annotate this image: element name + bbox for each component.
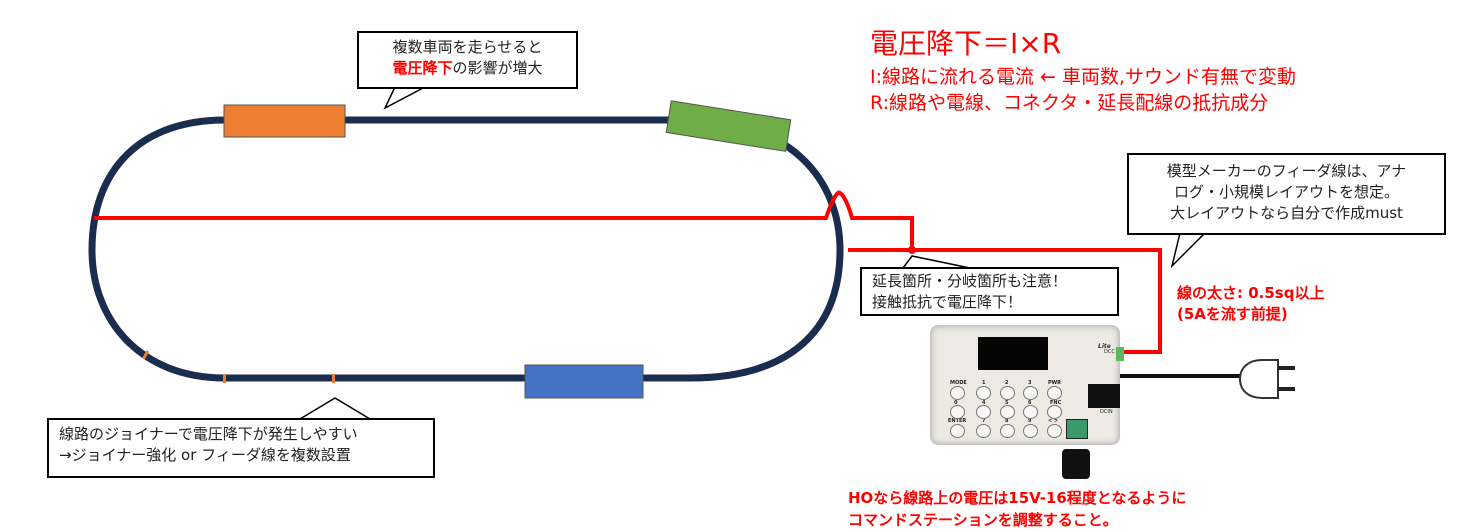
key-label: MODE bbox=[950, 380, 967, 386]
formula-title: 電圧降下＝I×R bbox=[870, 27, 1062, 60]
key-label: 5 bbox=[1005, 400, 1009, 406]
display-screen bbox=[978, 337, 1048, 370]
callout-feeder: 模型メーカーのフィーダ線は、アナ ログ・小規模レイアウトを想定。 大レイアウトな… bbox=[1127, 153, 1446, 235]
key-label: 8 bbox=[1005, 418, 1009, 424]
button-fnc[interactable] bbox=[1047, 405, 1062, 419]
branch-point bbox=[908, 246, 916, 254]
command-station: Lite DCC DCIN MODE 1 2 3 PWR 0 4 5 6 FNC… bbox=[930, 325, 1124, 479]
car-blue bbox=[524, 364, 644, 399]
callout-text: の影響が増大 bbox=[452, 59, 543, 77]
callout-joiner: 線路のジョイナーで電圧降下が発生しやすい →ジョイナー強化 or フィーダ線を複… bbox=[47, 418, 435, 478]
volume-knob-base bbox=[1066, 419, 1088, 439]
volume-knob[interactable] bbox=[1062, 449, 1090, 479]
key-label: 7 bbox=[982, 418, 986, 424]
key-label: 9 bbox=[1028, 418, 1032, 424]
button-pwr[interactable] bbox=[1047, 386, 1062, 400]
callout-text: 複数車両を走らせると bbox=[392, 38, 543, 56]
dcin-label: DCIN bbox=[1100, 409, 1113, 415]
button-7[interactable] bbox=[976, 424, 991, 438]
formula-resistance: R:線路や電線、コネクタ・延長配線の抵抗成分 bbox=[870, 92, 1269, 114]
feeder-wire-1 bbox=[94, 190, 914, 250]
callout-tail bbox=[1170, 232, 1206, 269]
callout-text: 接触抵抗で電圧降下！ bbox=[872, 293, 1023, 311]
key-label: ENTER bbox=[948, 418, 967, 424]
key-label: PWR bbox=[1048, 380, 1062, 386]
button-6[interactable] bbox=[1023, 405, 1038, 419]
key-label: 0 bbox=[954, 400, 958, 406]
button-enter[interactable] bbox=[950, 424, 965, 438]
callout-text: 大レイアウトなら自分で作成must bbox=[1170, 204, 1403, 222]
feeder-wire-2 bbox=[848, 248, 1162, 354]
callout-multi-car: 複数車両を走らせると 電圧降下の影響が増大 bbox=[357, 31, 578, 89]
bottom-note-line2: コマンドステーションを調整すること。 bbox=[848, 511, 1118, 529]
callout-text: →ジョイナー強化 or フィーダ線を複数設置 bbox=[59, 446, 351, 464]
bottom-note-line1: HOなら線路上の電圧は15V-16程度となるように bbox=[848, 489, 1187, 507]
callout-text: 線路のジョイナーで電圧降下が発生しやすい bbox=[59, 425, 358, 443]
button-2[interactable] bbox=[1000, 386, 1015, 400]
joiner-mark bbox=[142, 350, 150, 360]
joiner-mark bbox=[332, 374, 335, 383]
key-label: < > bbox=[1048, 418, 1059, 424]
button-0[interactable] bbox=[950, 405, 965, 419]
key-label: FNC bbox=[1050, 400, 1062, 406]
button-9[interactable] bbox=[1023, 424, 1038, 438]
button-3[interactable] bbox=[1023, 386, 1038, 400]
callout-text: ログ・小規模レイアウトを想定。 bbox=[1173, 183, 1399, 201]
dcc-terminal bbox=[1116, 347, 1124, 361]
button-4[interactable] bbox=[976, 405, 991, 419]
key-label: 4 bbox=[982, 400, 986, 406]
key-label: 2 bbox=[1005, 380, 1009, 386]
callout-tail bbox=[902, 255, 971, 269]
track-loop bbox=[88, 116, 844, 382]
button-mode[interactable] bbox=[950, 386, 965, 400]
callout-text: 延長箇所・分岐箇所も注意！ bbox=[872, 272, 1068, 290]
brand-logo: Lite bbox=[1098, 343, 1111, 350]
callout-tail bbox=[299, 397, 371, 420]
joiner-mark bbox=[223, 374, 226, 383]
wire-note-gauge: 線の太さ: 0.5sq以上 bbox=[1177, 284, 1325, 302]
car-orange bbox=[223, 104, 346, 138]
button-5[interactable] bbox=[1000, 405, 1015, 419]
plug-icon bbox=[1238, 359, 1295, 399]
dcin-jack bbox=[1088, 384, 1120, 408]
key-label: 3 bbox=[1028, 380, 1032, 386]
callout-highlight: 電圧降下 bbox=[392, 59, 453, 77]
button-arrows[interactable] bbox=[1047, 424, 1062, 438]
button-8[interactable] bbox=[1000, 424, 1015, 438]
key-label: 6 bbox=[1028, 400, 1032, 406]
car-green bbox=[665, 100, 792, 152]
callout-tail bbox=[383, 86, 426, 110]
dcc-label: DCC bbox=[1104, 349, 1115, 355]
callout-text: 模型メーカーのフィーダ線は、アナ bbox=[1166, 162, 1407, 180]
wire-note-current: (5Aを流す前提) bbox=[1177, 305, 1288, 323]
key-label: 1 bbox=[982, 380, 986, 386]
button-1[interactable] bbox=[976, 386, 991, 400]
formula-current: I:線路に流れる電流 ← 車両数,サウンド有無で変動 bbox=[870, 66, 1297, 88]
callout-extension: 延長箇所・分岐箇所も注意！ 接触抵抗で電圧降下！ bbox=[860, 267, 1119, 316]
